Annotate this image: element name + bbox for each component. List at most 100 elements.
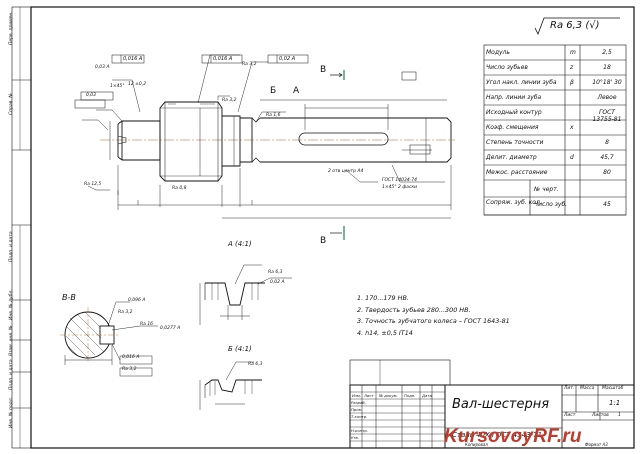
params-row: Делит. диаметр d 45,7	[484, 150, 626, 165]
roughness-label: Ra 6,3 (√)	[550, 20, 600, 31]
param-name: Делит. диаметр	[486, 154, 537, 161]
dimension-text: Ra 1,6	[266, 113, 281, 118]
title-col-header: № докум.	[379, 393, 398, 398]
dimension-text: 1×45° 2 фаски	[382, 185, 418, 190]
param-value: 45	[603, 201, 611, 208]
cut-v-bottom-label: В	[320, 236, 327, 246]
note-line: 4. h14, ±0,5 IT14	[357, 328, 413, 337]
watermark: KursovoyRF.ru	[444, 426, 582, 447]
sheet-label: Лист	[564, 413, 576, 418]
title-col-header: Лист	[364, 393, 374, 398]
dimension-text: 12 ±0,2	[128, 82, 147, 87]
title-role: Разраб.	[351, 400, 366, 405]
dimension-text: Ra 0,8	[172, 186, 187, 191]
title-role: Утв.	[351, 435, 359, 440]
param-value: ГОСТ 13755-81	[592, 109, 622, 123]
title-col-header: Подп.	[404, 393, 416, 398]
title-role: Н.контр.	[351, 428, 368, 433]
side-stamp-label: Справ. №	[9, 93, 14, 115]
params-row: Исходный контур ГОСТ 13755-81	[484, 105, 626, 123]
side-strip	[11, 6, 32, 449]
dimension-text: Ra 12,5	[84, 182, 102, 187]
title-role: Т.контр.	[351, 414, 368, 419]
param-value: 18	[603, 64, 611, 71]
param-symbol: d	[570, 154, 574, 161]
param-name: Угол накл. линии зуба	[486, 79, 557, 86]
param-name: Межос. расстояние	[486, 169, 548, 176]
side-stamp-label: Инв. № подл.	[9, 396, 14, 428]
view-b-detail	[199, 361, 262, 410]
dimension-text: Ra 3,2	[118, 310, 133, 315]
dimension-text: 0,016 А	[213, 56, 233, 62]
note-line: 1. 170...179 НВ.	[357, 294, 409, 302]
params-row: Угол накл. линии зуба β 10°18' 30	[484, 75, 626, 90]
param-symbol: z	[570, 64, 574, 71]
dimension-text: 0,02 А	[279, 56, 296, 62]
mark-b-label: Б	[270, 86, 277, 96]
side-stamp-label: Перв. примен.	[9, 11, 14, 45]
dimension-text: 0,0277 А	[160, 326, 181, 331]
param-name: Коэф. смещения	[486, 124, 539, 131]
params-table-grid	[483, 44, 627, 216]
dimension-text: 0,03	[86, 93, 97, 98]
param-value: Левое	[597, 94, 617, 101]
section-vv	[60, 301, 158, 377]
dimension-text: Ra 6,3	[268, 270, 283, 275]
param-name: Напр. линии зуба	[486, 94, 542, 101]
mark-a-label: А	[293, 86, 300, 96]
params-drawing-no: № черт.	[484, 182, 626, 197]
param-symbol: β	[570, 79, 574, 86]
shaft-main-view	[100, 70, 455, 240]
lit-label: Лит.	[564, 386, 575, 391]
scale-value: 1:1	[609, 399, 621, 407]
params-row: Межос. расстояние 80	[484, 165, 626, 180]
param-symbol: Число зуб.	[534, 201, 568, 208]
section-vv-label: В-В	[62, 293, 76, 302]
tolerance-frames	[74, 54, 431, 155]
roughness-symbol	[534, 17, 620, 35]
view-a-label: А (4:1)	[228, 240, 252, 248]
param-name: Модуль	[486, 49, 510, 56]
params-row: Степень точности 8	[484, 135, 626, 150]
material-label: Сталь 40Х ГОСТ 4543-71	[452, 431, 543, 439]
dimension-text: Ra 3,2	[222, 98, 237, 103]
dimension-text: Ra 3,2	[242, 62, 257, 67]
dimension-text: Ra 16	[140, 322, 154, 327]
dimension-text: Ra 3,2	[122, 367, 137, 372]
param-value: 10°18' 30	[592, 79, 622, 86]
view-a-detail	[199, 264, 292, 325]
param-value: 45,7	[600, 154, 614, 161]
title-col-header: Изм.	[352, 393, 361, 398]
param-symbol: m	[570, 49, 576, 56]
param-symbol: x	[570, 124, 574, 131]
param-name: Степень точности	[486, 139, 544, 146]
drawing-no-label: № черт.	[534, 186, 559, 193]
param-value: 8	[605, 139, 609, 146]
title-col-header: Дата	[422, 393, 432, 398]
dimension-text: 1×45°	[110, 84, 125, 89]
sheets-value: 1	[618, 413, 621, 418]
dimension-text: ГОСТ 14034-74	[382, 178, 418, 183]
dimension-text: 0,03 А	[95, 65, 110, 70]
dimension-text: 0,096 А	[128, 298, 146, 303]
param-value: 80	[603, 169, 611, 176]
cut-v-top-label: В	[320, 65, 327, 75]
note-line: 3. Точность зубчатого колеса – ГОСТ 1643…	[357, 317, 510, 325]
drawing-title: Вал-шестерня	[452, 397, 550, 412]
note-line: 2. Твердость зубьев 280...300 НВ.	[357, 305, 471, 314]
title-block-grid	[349, 359, 635, 449]
title-role: Пров.	[351, 407, 363, 412]
sheets-label: Листов	[592, 413, 609, 418]
param-name: Исходный контур	[486, 109, 542, 116]
params-row: Напр. линии зуба Левое	[484, 90, 626, 105]
format-label: Формат А3	[585, 442, 608, 447]
dimension-text: 0,016 А	[122, 355, 140, 360]
param-name: Сопряж. зуб. кол.	[486, 199, 542, 206]
copy-label: Копировал	[465, 442, 488, 447]
dimension-text: 0,016 А	[123, 56, 143, 62]
param-name: Число зубьев	[486, 64, 528, 71]
scale-header: Масштаб	[602, 386, 624, 391]
view-b-label: Б (4:1)	[228, 345, 252, 353]
